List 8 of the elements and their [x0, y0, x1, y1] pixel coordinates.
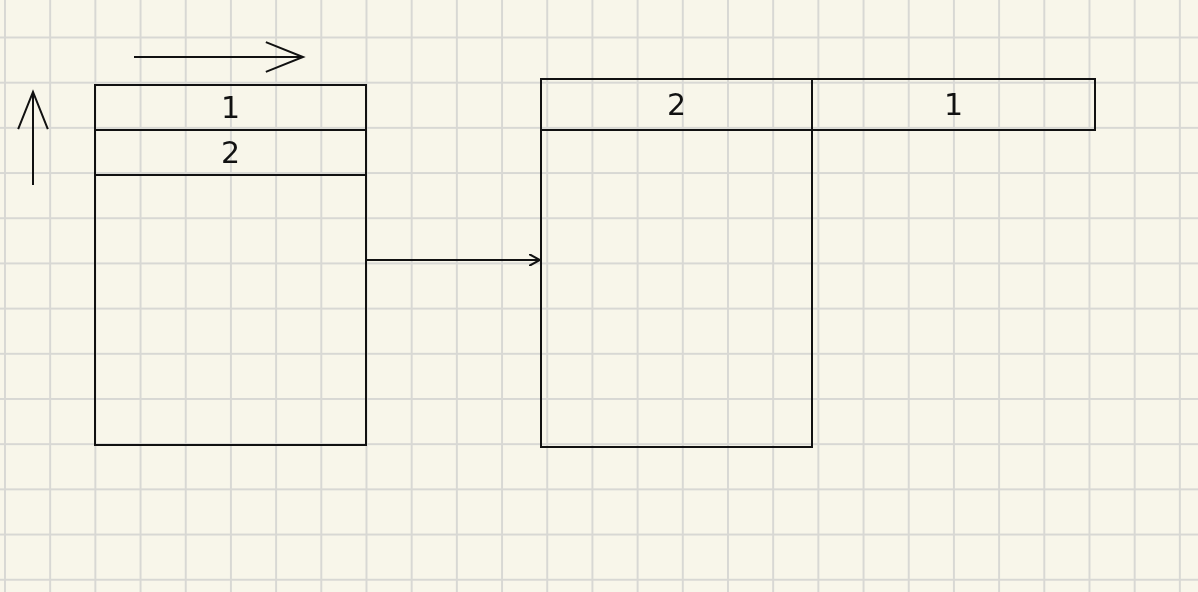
arrow	[366, 253, 541, 267]
strip	[811, 78, 1096, 131]
strip-number: 2	[220, 137, 241, 168]
tall-rectangle	[94, 84, 367, 446]
strip-number: 2	[666, 89, 687, 120]
strip-number: 1	[220, 92, 241, 123]
tall-rectangle	[540, 78, 813, 448]
strip-number: 1	[943, 89, 964, 120]
